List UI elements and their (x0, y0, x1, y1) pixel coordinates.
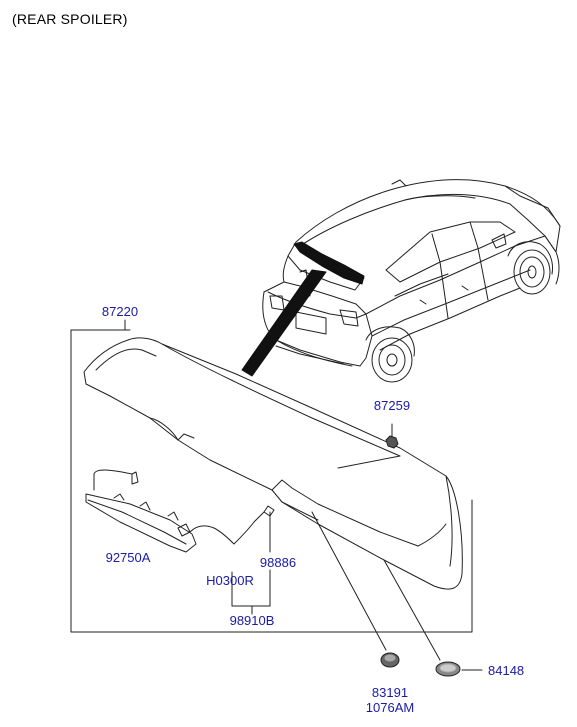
label-83191[interactable]: 83191 (371, 685, 409, 700)
leader-lines (231, 423, 483, 671)
label-87259[interactable]: 87259 (373, 398, 411, 413)
label-H0300R[interactable]: H0300R (206, 573, 254, 588)
diagram-title: (REAR SPOILER) (12, 11, 128, 27)
label-84148[interactable]: 84148 (488, 663, 525, 678)
clip-87259 (385, 435, 399, 449)
label-92750A[interactable]: 92750A (105, 550, 151, 565)
label-1076AM[interactable]: 1076AM (365, 700, 415, 715)
label-98886[interactable]: 98886 (259, 555, 297, 570)
spoiler-part (83, 337, 463, 590)
callout-wedge (241, 269, 327, 377)
spoiler-on-car (293, 241, 365, 285)
pad-84148 (435, 661, 461, 677)
assembly-frame (70, 329, 473, 633)
stop-lamp-92750A (85, 469, 275, 553)
label-87220[interactable]: 87220 (101, 304, 139, 319)
label-98910B[interactable]: 98910B (229, 613, 275, 628)
cap-83191 (380, 652, 400, 668)
